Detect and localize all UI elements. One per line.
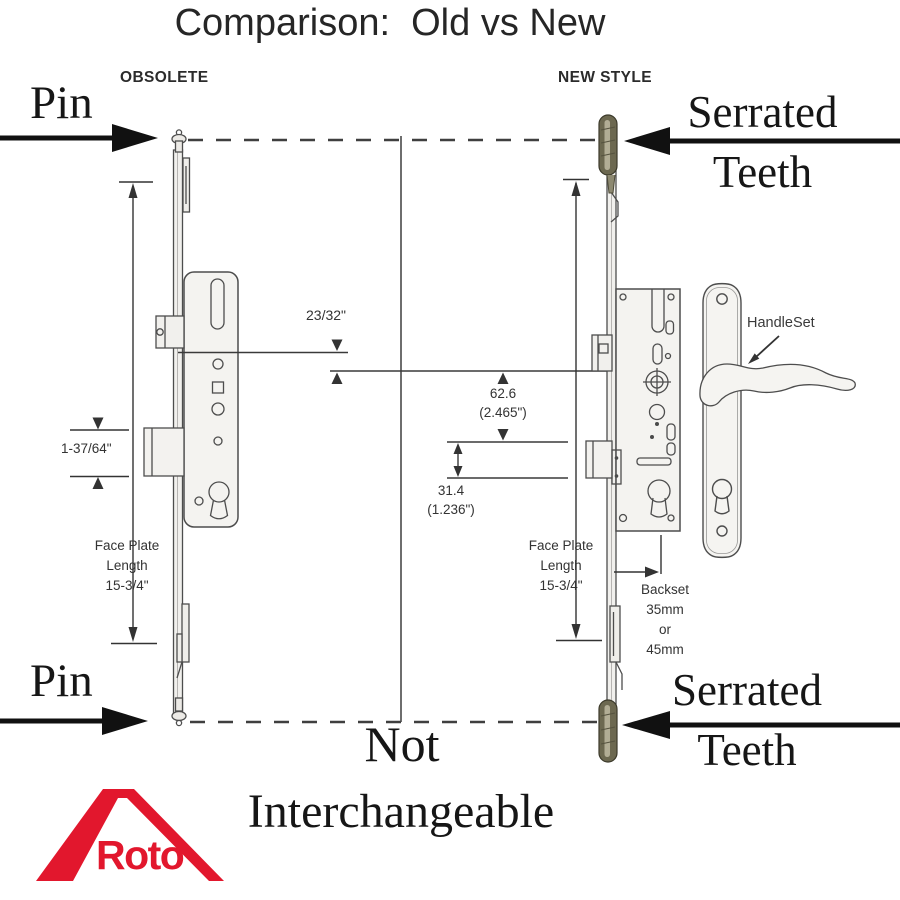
deadbolt-height-dimension: 1-37/64" — [61, 441, 112, 456]
serrated-teeth-bottom — [598, 699, 618, 763]
handleset-drawing — [699, 282, 856, 559]
obsolete-label: OBSOLETE — [120, 69, 209, 86]
faceplate-right-line3: 15-3/4" — [539, 578, 583, 593]
roto-brand-name: Roto — [96, 832, 185, 878]
faceplate-length-right: Face Plate Length 15-3/4" — [520, 536, 602, 596]
faceplate-left-line3: 15-3/4" — [105, 578, 149, 593]
pin-callout-bottom: Pin — [30, 655, 93, 707]
pz-lower-dimension: 31.4 (1.236") — [411, 481, 491, 519]
backset-line1: Backset — [640, 582, 690, 597]
faceplate-right-line1: Face Plate — [528, 538, 594, 553]
not-interchangeable-line1: Not — [364, 716, 440, 772]
faceplate-right-line2: Length — [540, 558, 582, 573]
serrated-callout-top-line2: Teeth — [712, 147, 813, 197]
serrated-arrow-top — [624, 127, 900, 155]
center-dimension-lines — [178, 339, 612, 479]
serrated-callout-bottom-line2: Teeth — [697, 725, 797, 775]
obsolete-dimension-lines — [70, 181, 157, 645]
pz-lower-inch: (1.236") — [427, 502, 475, 517]
pz-upper-inch: (2.465") — [479, 405, 527, 420]
faceplate-length-left: Face Plate Length 15-3/4" — [86, 536, 168, 596]
backset-line2: 35mm — [646, 602, 684, 617]
new-lock-drawing — [585, 169, 681, 711]
center-offset-dimension: 23/32" — [306, 307, 347, 323]
not-interchangeable-line2: Interchangeable — [247, 785, 555, 838]
pz-lower-mm: 31.4 — [437, 483, 465, 498]
serrated-arrow-bottom — [622, 711, 900, 739]
obsolete-lock-drawing — [143, 129, 239, 727]
backset-line4: 45mm — [646, 642, 684, 657]
serrated-callout-top-line1: Serrated — [687, 87, 838, 137]
serrated-callout-top: Serrated Teeth — [655, 82, 870, 202]
new-dimension-lines — [556, 178, 662, 642]
roto-logo-roof — [36, 789, 224, 881]
serrated-teeth-top — [598, 114, 618, 194]
backset-dimension: Backset 35mm or 45mm — [625, 580, 705, 660]
handleset-label: HandleSet — [747, 315, 815, 331]
backset-line3: or — [658, 622, 671, 637]
new-style-label: NEW STYLE — [558, 69, 653, 86]
pin-arrow-bottom — [0, 707, 148, 735]
serrated-callout-bottom-line1: Serrated — [672, 665, 822, 715]
pz-upper-mm: 62.6 — [489, 386, 517, 401]
pz-upper-dimension: 62.6 (2.465") — [463, 384, 543, 422]
faceplate-left-line1: Face Plate — [94, 538, 160, 553]
pin-callout-top: Pin — [30, 77, 93, 129]
serrated-callout-bottom: Serrated Teeth — [638, 660, 856, 780]
pin-arrow-top — [0, 124, 158, 152]
faceplate-left-line2: Length — [106, 558, 148, 573]
page-title: Comparison: Old vs New — [174, 2, 606, 44]
